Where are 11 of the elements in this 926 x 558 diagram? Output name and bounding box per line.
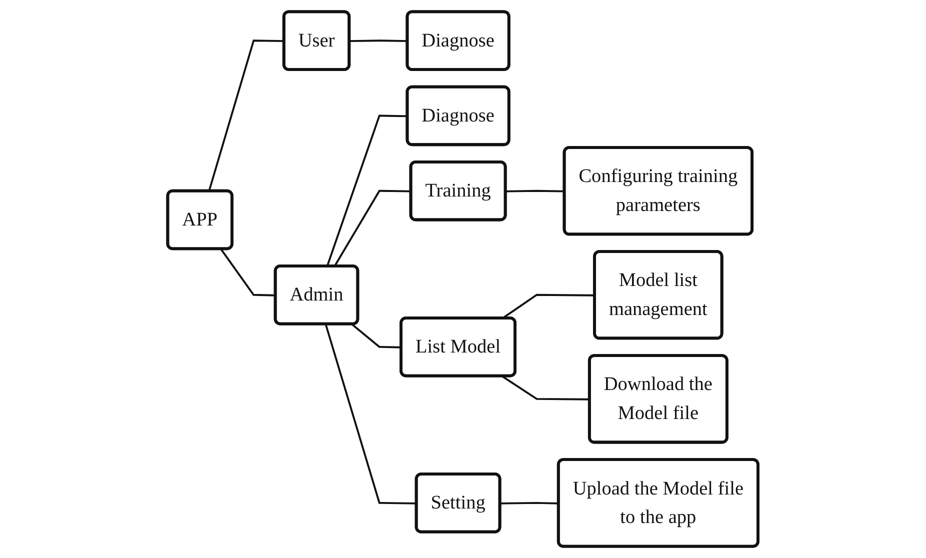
connector <box>502 294 596 320</box>
connector <box>334 190 412 267</box>
connector <box>502 375 590 400</box>
connector <box>326 114 408 267</box>
connector <box>350 40 408 42</box>
connector <box>506 190 565 192</box>
connector <box>500 502 560 504</box>
connector <box>351 324 402 348</box>
connector <box>208 40 285 192</box>
connector <box>324 324 417 504</box>
connector <box>220 248 276 296</box>
